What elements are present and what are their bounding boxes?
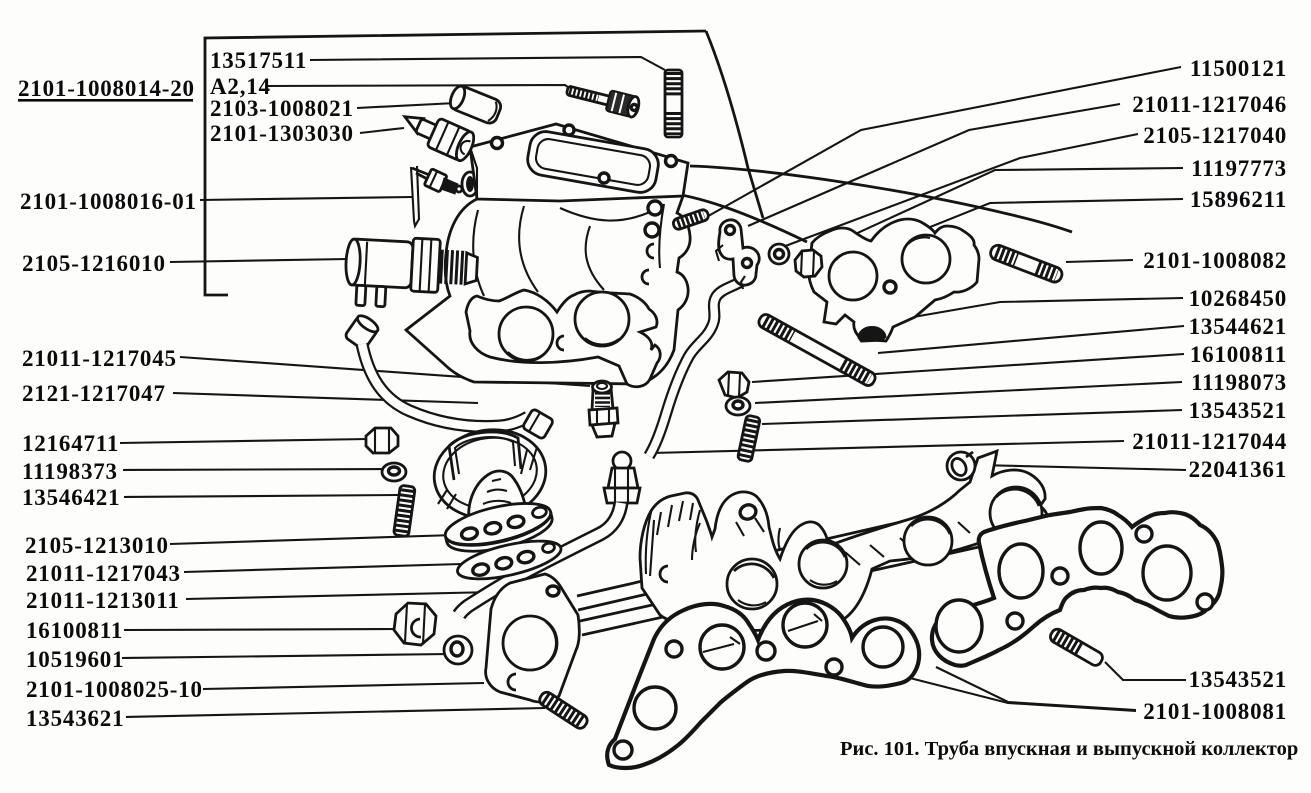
- svg-text:11500121: 11500121: [1190, 56, 1287, 81]
- svg-text:10519601: 10519601: [26, 647, 124, 672]
- svg-text:2101-1303030: 2101-1303030: [210, 121, 354, 146]
- svg-text:A2,14: A2,14: [210, 74, 271, 99]
- svg-text:Рис. 101. Труба впускная и вып: Рис. 101. Труба впускная и выпускной кол…: [840, 738, 1298, 760]
- svg-text:13546421: 13546421: [22, 485, 120, 510]
- svg-text:2105-1217040: 2105-1217040: [1143, 123, 1287, 148]
- svg-text:21011-1217046: 21011-1217046: [1132, 92, 1287, 117]
- svg-text:2101-1008081: 2101-1008081: [1143, 699, 1287, 724]
- svg-text:16100811: 16100811: [1190, 342, 1287, 367]
- svg-text:11197773: 11197773: [1191, 156, 1287, 181]
- svg-text:21011-1213011: 21011-1213011: [26, 588, 180, 613]
- svg-text:13543521: 13543521: [1189, 667, 1287, 692]
- svg-text:12164711: 12164711: [22, 431, 119, 456]
- svg-text:11198073: 11198073: [1191, 370, 1287, 395]
- svg-text:2101-1008025-10: 2101-1008025-10: [26, 677, 203, 702]
- svg-text:2101-1008082: 2101-1008082: [1143, 248, 1287, 273]
- svg-text:21011-1217045: 21011-1217045: [22, 346, 177, 371]
- svg-text:21011-1217043: 21011-1217043: [26, 561, 181, 586]
- svg-text:16100811: 16100811: [26, 618, 123, 643]
- svg-text:10268450: 10268450: [1189, 286, 1287, 311]
- svg-text:13544621: 13544621: [1189, 314, 1287, 339]
- svg-text:2101-1008016-01: 2101-1008016-01: [20, 189, 197, 214]
- svg-text:21011-1217044: 21011-1217044: [1132, 429, 1287, 454]
- svg-text:2105-1216010: 2105-1216010: [22, 251, 166, 276]
- svg-text:15896211: 15896211: [1190, 187, 1287, 212]
- svg-text:2103-1008021: 2103-1008021: [210, 96, 354, 121]
- svg-text:13543521: 13543521: [1189, 398, 1287, 423]
- svg-text:22041361: 22041361: [1189, 457, 1287, 482]
- svg-text:2121-1217047: 2121-1217047: [22, 381, 166, 406]
- svg-text:11198373: 11198373: [22, 459, 118, 484]
- svg-text:13543621: 13543621: [26, 706, 124, 731]
- svg-text:2101-1008014-20: 2101-1008014-20: [18, 76, 195, 101]
- svg-text:13517511: 13517511: [210, 48, 307, 73]
- svg-text:2105-1213010: 2105-1213010: [25, 533, 169, 558]
